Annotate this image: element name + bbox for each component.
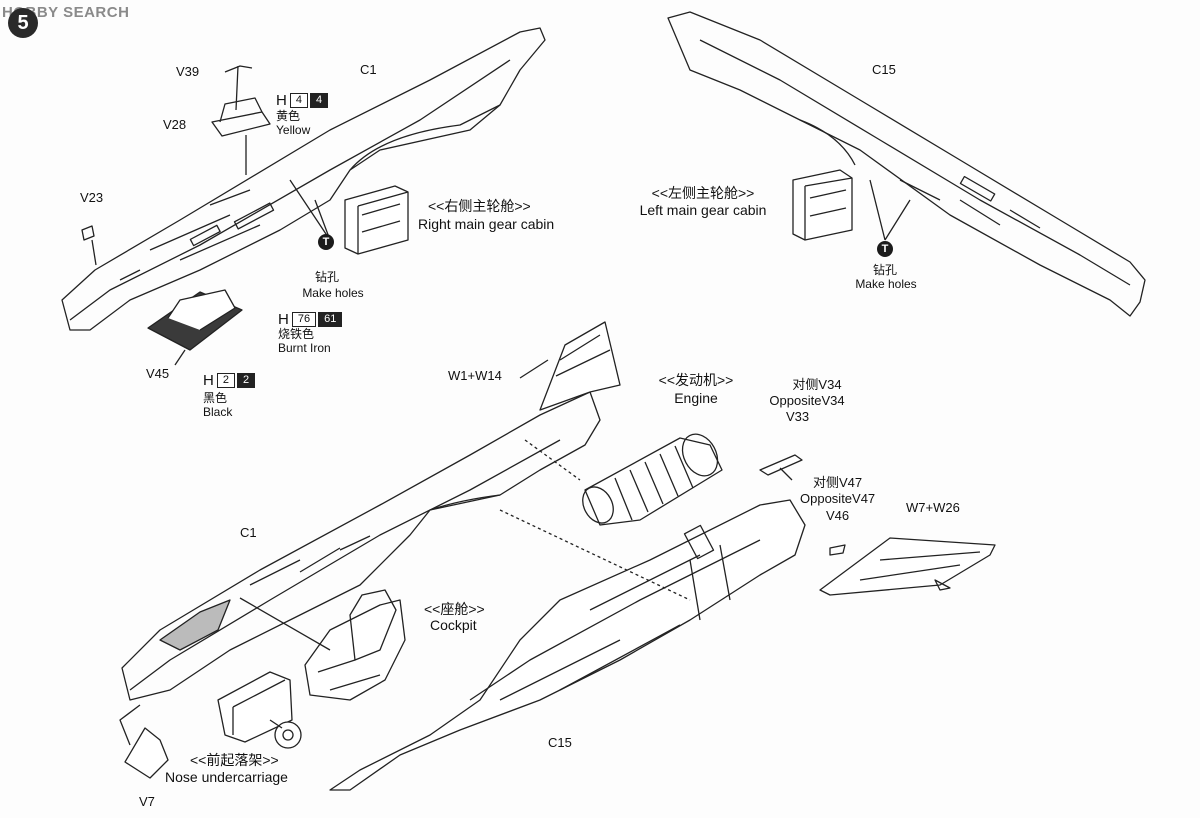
drill-icon: T: [877, 241, 893, 257]
part-v46: [829, 544, 846, 556]
paint-code-box-dark: 2: [236, 373, 256, 388]
paint-code-box: 76: [291, 312, 317, 327]
label-opposite-v34-en: OppositeV34: [769, 393, 845, 408]
paint-name-cn: 黑色: [203, 391, 228, 405]
paint-name-en: Black: [203, 405, 233, 419]
drill-label-cn: 钻孔: [872, 263, 897, 277]
drill-label-cn: 钻孔: [314, 270, 339, 284]
callout-nose-gear-cn: <<前起落架>>: [190, 752, 279, 768]
drill-icon: T: [318, 234, 334, 250]
paint-code-black: H 2 2: [203, 372, 256, 389]
callout-left-gear-cn: <<左侧主轮舱>>: [651, 185, 755, 201]
engine-part: [582, 433, 723, 526]
paint-code-box-dark: 61: [318, 312, 343, 327]
fuselage-half-c1-bottom: [121, 391, 601, 701]
label-v7: V7: [139, 794, 155, 809]
label-c1-top: C1: [360, 62, 377, 77]
callout-left-gear-en: Left main gear cabin: [639, 202, 767, 218]
label-opposite-v47-en: OppositeV47: [800, 491, 876, 506]
part-v23: [81, 225, 97, 266]
fuselage-half-c1-top: [61, 27, 546, 331]
drill-label-en: Make holes: [302, 286, 364, 300]
cockpit-part: [304, 589, 406, 701]
drill-label-en: Make holes: [855, 277, 917, 291]
label-w7-w26: W7+W26: [906, 500, 960, 515]
drill-leader-left: [289, 179, 331, 241]
label-v46: V46: [826, 508, 850, 523]
label-c1-bottom: C1: [240, 525, 257, 540]
paint-code-yellow: H 4 4: [276, 92, 329, 109]
step-number-badge: 5: [8, 8, 38, 38]
callout-nose-gear-en: Nose undercarriage: [165, 769, 288, 785]
label-opposite-v47-cn: 对侧V47: [813, 475, 863, 490]
callout-engine-en: Engine: [674, 390, 718, 406]
paint-h-letter: H: [278, 311, 289, 328]
stabilizer-w7-w26: [819, 537, 996, 596]
paint-code-burnt-iron: H 76 61: [278, 311, 343, 328]
part-v7: [124, 727, 169, 779]
label-opposite-v34-cn: 对侧V34: [792, 377, 842, 392]
part-v45-floor: [147, 289, 243, 366]
label-v23: V23: [80, 190, 104, 205]
fuselage-half-c15-top: [667, 11, 1146, 317]
paint-h-letter: H: [276, 92, 287, 109]
part-v28-v39: [211, 65, 271, 175]
right-gear-cabin-part: [344, 185, 409, 255]
callout-right-gear-cn: <<右侧主轮舱>>: [428, 198, 531, 214]
callout-right-gear-en: Right main gear cabin: [418, 216, 555, 232]
label-v33: V33: [786, 409, 810, 424]
cockpit-leader: [239, 597, 331, 651]
label-w1-w14: W1+W14: [448, 368, 502, 383]
part-v33-v34: [759, 454, 803, 481]
label-v28: V28: [163, 117, 187, 132]
fuselage-c15-bottom: [329, 499, 806, 791]
paint-name-cn: 黄色: [276, 109, 301, 123]
paint-name-en: Burnt Iron: [278, 341, 331, 355]
callout-cockpit-cn: <<座舱>>: [424, 601, 485, 617]
callout-cockpit-en: Cockpit: [430, 617, 477, 633]
v7-leader: [119, 704, 141, 746]
label-c15-top: C15: [872, 62, 896, 77]
paint-h-letter: H: [203, 372, 214, 389]
c15-leader: [499, 509, 691, 601]
tail-fin-w1-w14: [519, 321, 621, 411]
drill-leader-right: [869, 179, 911, 241]
left-gear-cabin-part: [792, 169, 853, 241]
paint-name-en: Yellow: [276, 123, 311, 137]
label-v45: V45: [146, 366, 170, 381]
nose-gear-part: [217, 671, 302, 749]
label-v39: V39: [176, 64, 200, 79]
engine-leader: [524, 439, 581, 481]
paint-name-cn: 烧铁色: [278, 327, 315, 341]
paint-code-box: 4: [289, 93, 308, 108]
paint-code-box: 2: [216, 373, 235, 388]
paint-code-box-dark: 4: [309, 93, 329, 108]
callout-engine-cn: <<发动机>>: [658, 372, 734, 388]
label-c15-bottom: C15: [548, 735, 572, 750]
